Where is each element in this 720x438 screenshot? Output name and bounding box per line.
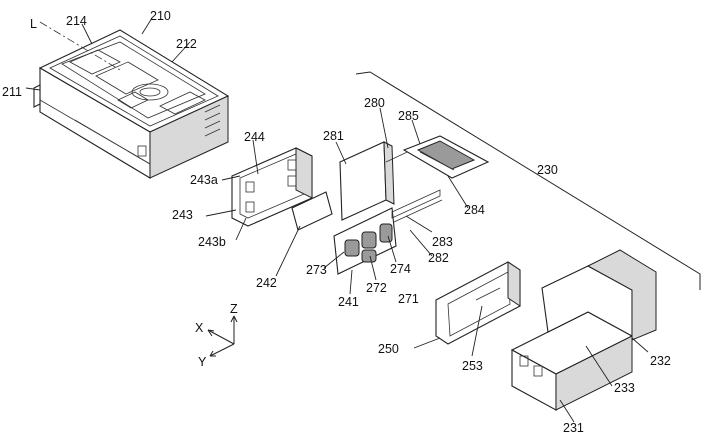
label-211: 211 <box>2 85 22 99</box>
label-271: 271 <box>398 292 419 306</box>
label-285: 285 <box>398 109 419 123</box>
sensor-module <box>333 141 453 275</box>
label-L-axis: L <box>30 17 37 31</box>
group-bracket-230 <box>355 71 701 290</box>
label-281: 281 <box>323 129 344 143</box>
pad-242 <box>291 191 333 231</box>
cover-250 <box>435 261 521 345</box>
connector-285 <box>402 135 490 179</box>
label-274: 274 <box>390 262 411 276</box>
label-284: 284 <box>464 203 485 217</box>
label-273: 273 <box>306 263 327 277</box>
label-242: 242 <box>256 276 277 290</box>
axis-label-z: Z <box>230 302 238 316</box>
label-230: 230 <box>537 163 558 177</box>
frame-243 <box>231 147 313 227</box>
housing-210 <box>33 21 230 179</box>
label-210: 210 <box>150 9 171 23</box>
label-243b: 243b <box>198 235 226 249</box>
axis-label-x: X <box>195 321 204 335</box>
bracket-231 <box>510 249 657 411</box>
label-272: 272 <box>366 281 387 295</box>
label-283: 283 <box>432 235 453 249</box>
leaders <box>25 17 649 423</box>
label-280: 280 <box>364 96 385 110</box>
label-250: 250 <box>378 342 399 356</box>
label-212: 212 <box>176 37 197 51</box>
label-244: 244 <box>244 130 265 144</box>
label-243a: 243a <box>190 173 218 187</box>
label-233: 233 <box>614 381 635 395</box>
label-231: 231 <box>563 421 584 435</box>
label-282: 282 <box>428 251 449 265</box>
label-232: 232 <box>650 354 671 368</box>
axis-label-y: Y <box>198 355 207 369</box>
label-243: 243 <box>172 208 193 222</box>
label-253: 253 <box>462 359 483 373</box>
label-214: 214 <box>66 14 87 28</box>
coordinate-axes <box>207 315 238 357</box>
label-241: 241 <box>338 295 359 309</box>
